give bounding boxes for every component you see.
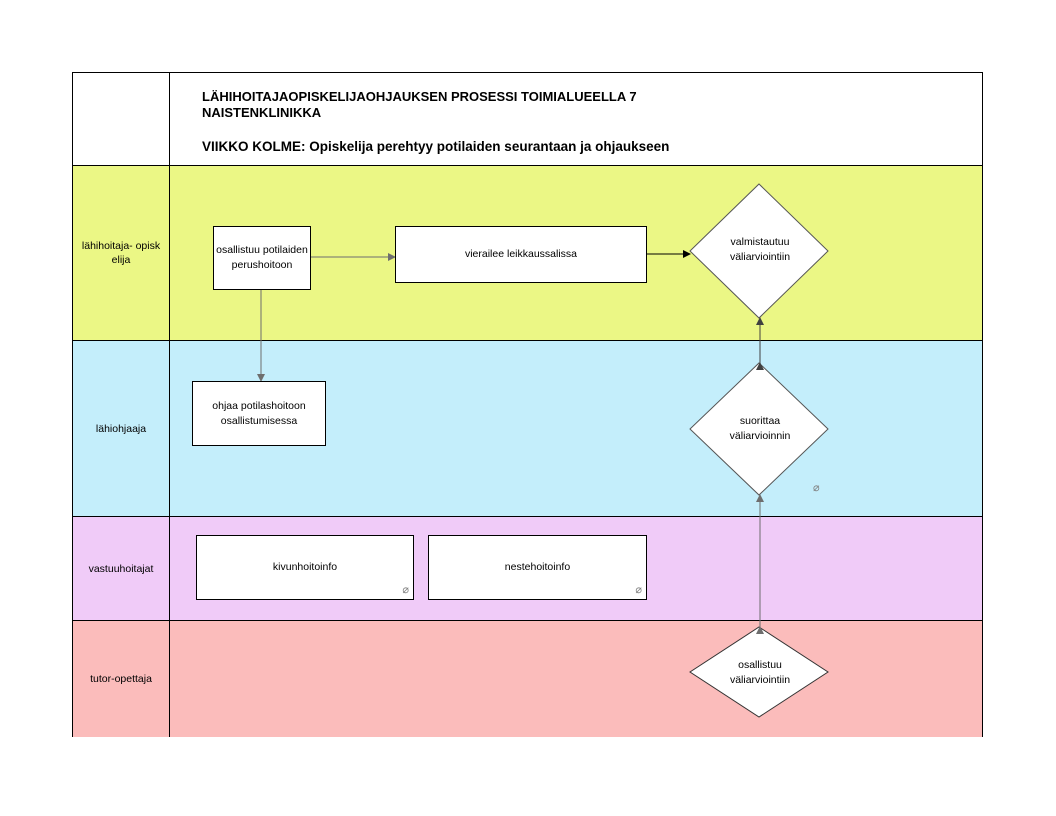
task-label: nestehoitoinfo (504, 561, 571, 573)
task-ohjaa-potilashoitoon[interactable]: ohjaa potilashoitoon osallistumisessa (192, 381, 326, 446)
task-label: vierailee leikkaussalissa (464, 248, 578, 260)
title-line-2: NAISTENKLINIKKA (202, 105, 322, 120)
title-line-1: LÄHIHOITAJAOPISKELIJAOHJAUKSEN PROSESSI … (202, 89, 637, 104)
link-icon[interactable]: ⌀ (402, 584, 409, 596)
link-icon[interactable]: ⌀ (635, 584, 642, 596)
task-nestehoitoinfo[interactable]: nestehoitoinfo ⌀ (428, 535, 647, 600)
diagram-subtitle: VIIKKO KOLME: Opiskelija perehtyy potila… (202, 139, 670, 154)
task-vierailee-leikkaussalissa[interactable]: vierailee leikkaussalissa (395, 226, 647, 283)
header-row: LÄHIHOITAJAOPISKELIJAOHJAUKSEN PROSESSI … (72, 72, 983, 165)
lane-label: lähiohjaaja (73, 341, 170, 516)
lane-tutor-opettaja: tutor-opettaja (72, 620, 983, 737)
task-label: osallistuu potilaiden perushoitoon (216, 244, 308, 271)
link-icon[interactable]: ⌀ (813, 482, 820, 494)
task-label: kivunhoitoinfo (272, 561, 338, 573)
lane-label: tutor-opettaja (73, 621, 170, 737)
task-osallistuu-perushoitoon[interactable]: osallistuu potilaiden perushoitoon (213, 226, 311, 290)
header-corner-cell (73, 73, 170, 165)
task-kivunhoitoinfo[interactable]: kivunhoitoinfo ⌀ (196, 535, 414, 600)
task-label: ohjaa potilashoitoon osallistumisessa (212, 399, 306, 427)
lane-label: lähihoitaja- opisk elija (73, 166, 170, 340)
decision-osallistuu-label: osallistuu väliarviointiin (729, 659, 791, 686)
lane-label: vastuuhoitajat (73, 517, 170, 620)
decision-valmistautuu-label: valmistautuu väliarviointiin (729, 236, 791, 263)
decision-suorittaa-label: suorittaa väliarvioinnin (729, 415, 791, 442)
diagram-title: LÄHIHOITAJAOPISKELIJAOHJAUKSEN PROSESSI … (202, 89, 669, 155)
